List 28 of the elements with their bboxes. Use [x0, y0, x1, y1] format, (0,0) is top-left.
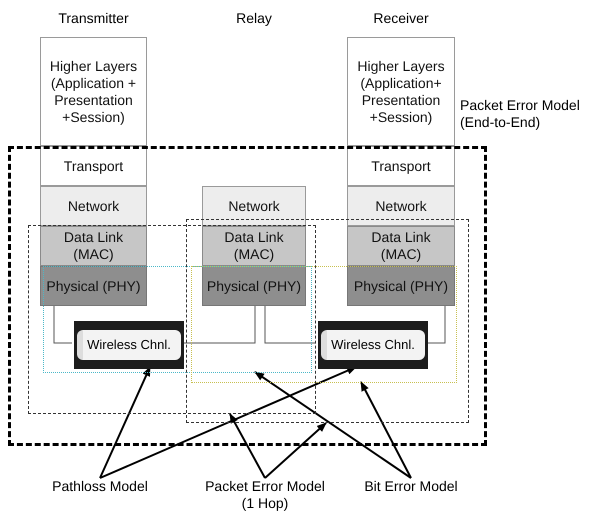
model-label: Packet Error Model (1 Hop) [201, 478, 329, 514]
dotted-region [43, 266, 312, 373]
column-heading: Receiver [372, 9, 430, 28]
arrow [254, 371, 412, 479]
channel-cylinder: Wireless Chnl. [318, 321, 428, 369]
layer-box: Network [40, 186, 147, 226]
layer-box: Transport [347, 146, 455, 186]
layer-box: Data Link (MAC) [202, 226, 306, 266]
model-label: Bit Error Model [355, 478, 467, 498]
column-heading: Transmitter [57, 9, 130, 28]
model-label: Pathloss Model [40, 478, 160, 498]
arrow [360, 381, 412, 478]
connector-line [264, 306, 316, 344]
channel-cylinder: Wireless Chnl. [74, 321, 184, 369]
layer-box: Network [347, 186, 455, 226]
dotted-region [191, 266, 457, 383]
layer-box: Network [202, 186, 306, 226]
arrow [264, 422, 327, 479]
layer-box: Higher Layers (Application+ Presentation +Session) [347, 37, 455, 146]
layer-box: Transport [40, 146, 147, 186]
region-label: Packet Error Model (End-to-End) [460, 97, 581, 131]
dashed-region [28, 225, 316, 414]
layer-box: Physical (PHY) [202, 266, 306, 306]
connector-line [54, 306, 72, 344]
layer-box: Higher Layers (Application + Presentation +Session) [40, 37, 147, 146]
arrow [229, 413, 266, 478]
column-heading: Relay [235, 9, 273, 28]
dashed-region [186, 219, 469, 423]
